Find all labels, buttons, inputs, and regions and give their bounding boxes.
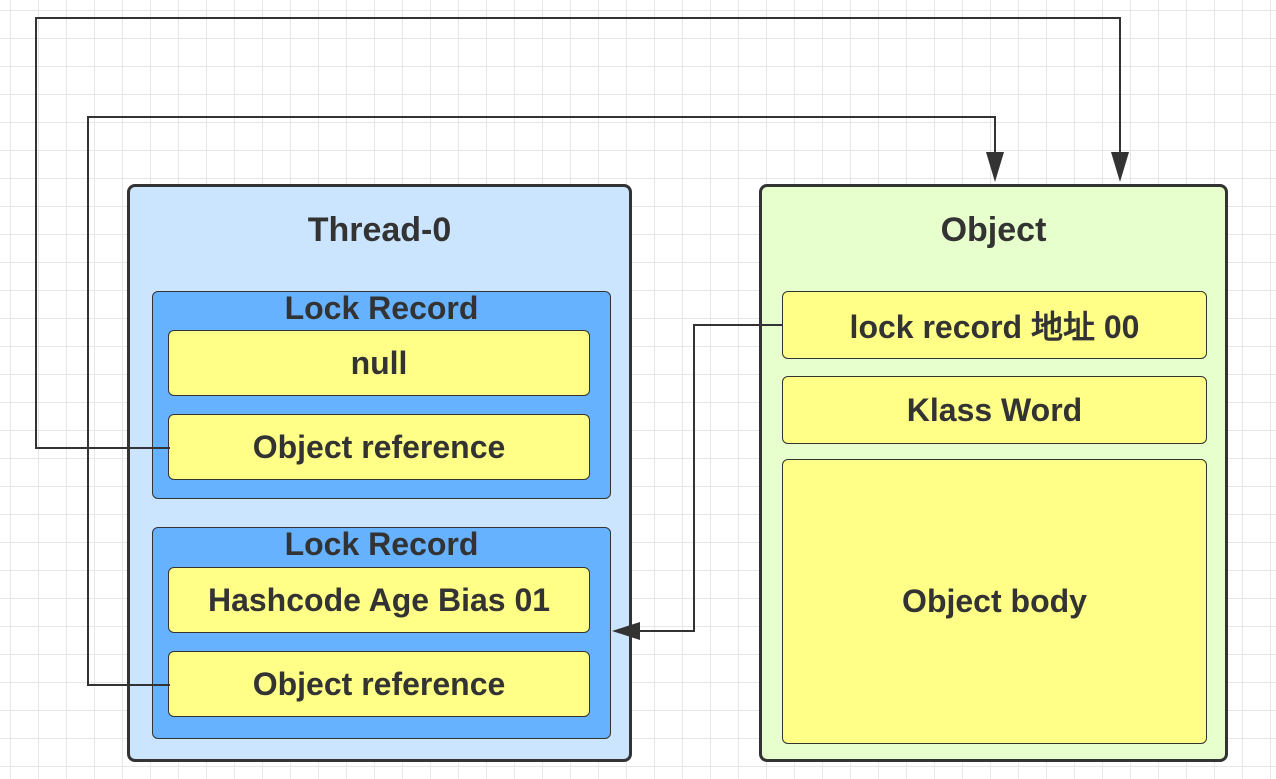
lock-record-1-object-reference: Object reference [168, 414, 590, 480]
object-body-field: Object body [782, 459, 1207, 744]
thread-title: Thread-0 [307, 211, 452, 249]
arrowhead-object-inner [986, 152, 1004, 182]
lock-record-2-object-reference: Object reference [168, 651, 590, 717]
lock-record-2-title: Lock Record [284, 526, 479, 562]
arrowhead-object-outer [1111, 152, 1129, 182]
lock-record-2-hashcode-field: Hashcode Age Bias 01 [168, 567, 590, 633]
object-mark-word-field: lock record 地址 00 [782, 291, 1207, 359]
thread-0-box: Thread-0 Lock Record null Object referen… [127, 184, 632, 762]
lock-record-2: Lock Record Hashcode Age Bias 01 Object … [152, 526, 611, 739]
object-klass-word-field: Klass Word [782, 376, 1207, 444]
object-title: Object [940, 211, 1047, 249]
lock-record-1: Lock Record null Object reference [152, 290, 611, 499]
lock-record-1-null-field: null [168, 330, 590, 396]
lock-record-1-title: Lock Record [284, 290, 479, 326]
object-box: Object lock record 地址 00 Klass Word Obje… [759, 184, 1228, 762]
